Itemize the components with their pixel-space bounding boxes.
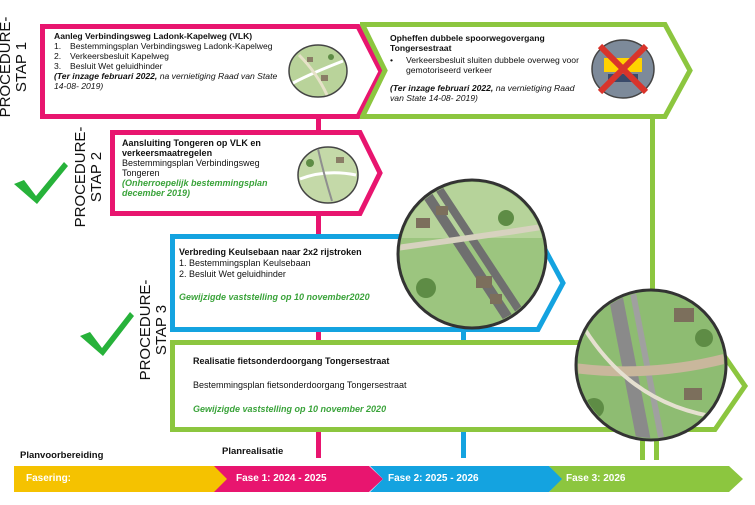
overweg-note: (Ter inzage februari 2022, na vernietigi… [390,83,575,103]
label-planrealisatie: Planrealisatie [222,446,284,457]
keulsebaan-aerial-image [396,178,548,330]
phase-arrow-fase3 [549,466,743,492]
vlk-box-arrow [40,24,384,119]
keulsebaan-title: Verbreding Keulsebaan naar 2x2 rijstroke… [179,247,362,257]
blue-connector-line [461,428,466,458]
stage-label-2: PROCEDURE- STAP 2 [72,126,105,228]
keulsebaan-line: 2. Besluit Wet geluidhinder [179,269,286,279]
fiets-aerial-image [574,288,728,442]
phase-arrow-fase2 [370,466,563,492]
phase-arrow-fasering [14,466,229,492]
phase-label-fase1: Fase 1: 2024 - 2025 [236,473,327,484]
vlk-box-content: Aanleg Verbindingsweg Ladonk-Kapelweg (V… [54,31,290,91]
green-connector-line-1 [650,115,655,345]
checkmark-icon [14,162,68,204]
pink-connector-line [316,115,321,135]
fiets-title: Realisatie fietsonderdoorgang Tongersest… [193,356,390,366]
checkmark-icon [80,312,134,356]
vlk-title: Aanleg Verbindingsweg Ladonk-Kapelweg (V… [54,31,253,41]
overweg-item: Verkeersbesluit sluiten dubbele overweg … [406,55,579,75]
pink-timeline-line-mid [316,328,321,342]
stage-label-1: PROCEDURE- STAP 1 [0,16,30,118]
vlk-note: (Ter inzage februari 2022, na vernietigi… [54,71,278,91]
closed-crossing-image [591,39,655,99]
tongeren-map-image [297,146,359,204]
pink-timeline-line [316,428,321,458]
tongeren-box-content: Aansluiting Tongeren op VLK en verkeersm… [122,138,294,198]
vlk-map-image [288,44,348,98]
tongeren-line: Bestemmingsplan Verbindingsweg Tongeren [122,158,260,178]
blue-connector-line-mid [461,328,466,342]
vlk-item: Besluit Wet geluidhinder [70,61,163,71]
phase-label-fase2: Fase 2: 2025 - 2026 [388,473,479,484]
green-connector-line-3 [654,430,659,460]
keulsebaan-box-content: Verbreding Keulsebaan naar 2x2 rijstroke… [179,247,409,303]
fiets-status: Gewijzigde vaststelling op 10 november 2… [193,404,387,414]
phase-label-fasering: Fasering: [26,473,72,484]
keulsebaan-line: 1. Bestemmingsplan Keulsebaan [179,258,311,268]
tongeren-status: (Onherroepelijk bestemmingsplan december… [122,178,268,198]
vlk-item: Verkeersbesluit Kapelweg [70,51,169,61]
keulsebaan-status: Gewijzigde vaststelling op 10 november20… [179,292,370,302]
overweg-title: Opheffen dubbele spoorwegovergang Tonger… [390,33,545,53]
overweg-box-content: Opheffen dubbele spoorwegovergang Tonger… [390,33,590,103]
label-planvoorbereiding: Planvoorbereiding [20,450,104,461]
stage-label-3: PROCEDURE- STAP 3 [137,279,170,381]
fiets-box-content: Realisatie fietsonderdoorgang Tongersest… [193,356,523,415]
phase-arrow-fase1 [214,466,383,492]
vlk-item: Bestemmingsplan Verbindingsweg Ladonk-Ka… [70,41,273,51]
green-connector-line-2 [640,430,645,460]
pink-connector-line-lower [316,212,321,237]
tongeren-title: Aansluiting Tongeren op VLK en verkeersm… [122,138,261,158]
fiets-line: Bestemmingsplan fietsonderdoorgang Tonge… [193,380,407,390]
phase-label-fase3: Fase 3: 2026 [566,473,626,484]
